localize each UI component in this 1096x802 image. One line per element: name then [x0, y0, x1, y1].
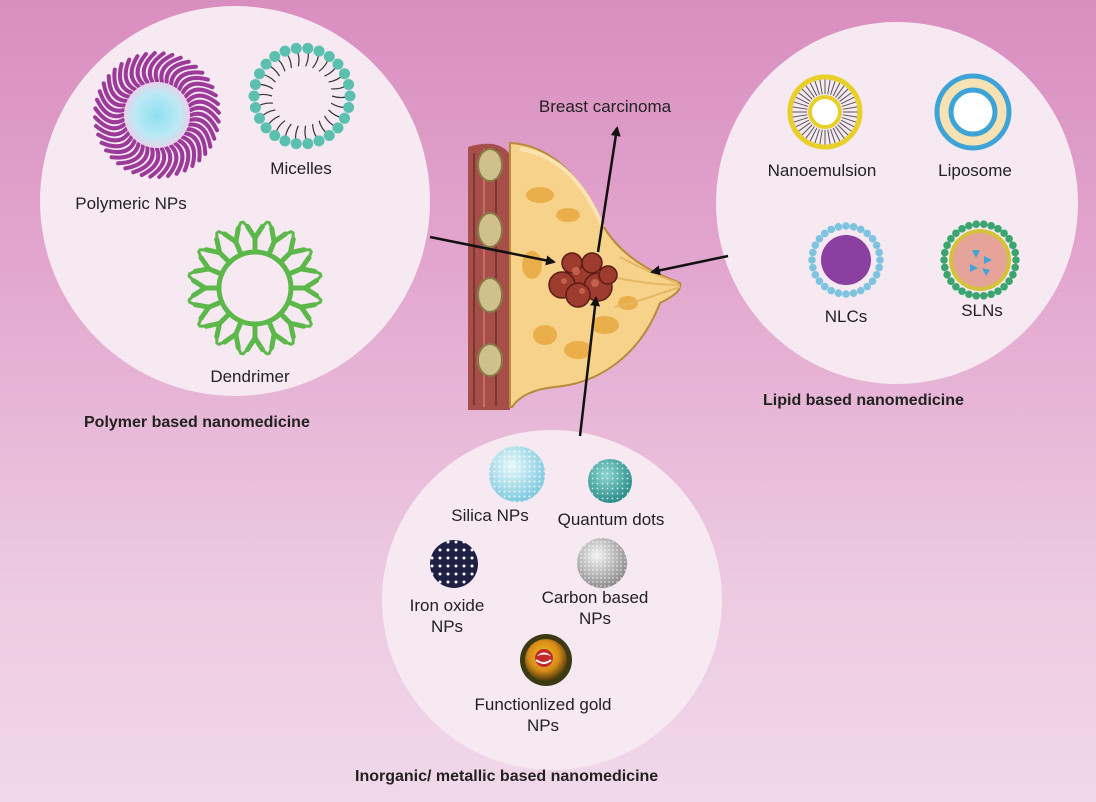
label-nanoemulsion: Nanoemulsion — [767, 161, 877, 180]
micelle-icon — [248, 42, 356, 150]
label-slns: SLNs — [961, 301, 1003, 320]
label-dendrimer: Dendrimer — [210, 367, 290, 386]
polymer-title: Polymer based nanomedicine — [84, 414, 310, 431]
nanoemulsion-icon — [787, 74, 863, 150]
sln-icon — [940, 220, 1020, 300]
dendrimer-icon — [187, 220, 323, 356]
iron-oxide-np-icon — [430, 540, 478, 588]
label-silica-nps: Silica NPs — [451, 506, 529, 525]
inorganic-circle — [382, 430, 722, 770]
label-liposome: Liposome — [938, 161, 1012, 180]
inorganic-title: Inorganic/ metallic based nanomedicine — [355, 768, 659, 785]
label-polymeric-nps: Polymeric NPs — [75, 194, 187, 213]
label-carbon-based-nps: Carbon based NPs — [541, 588, 649, 628]
nlc-icon — [808, 222, 884, 298]
gold-np-icon — [520, 634, 572, 686]
label-iron-oxide-nps: Iron oxide NPs — [409, 596, 485, 636]
quantum-dot-icon — [588, 459, 632, 503]
silica-np-icon — [489, 446, 545, 502]
label-gold-nps: Functionlized gold NPs — [474, 695, 612, 735]
lipid-circle — [716, 22, 1078, 384]
carbon-np-icon — [577, 538, 627, 588]
label-micelles: Micelles — [270, 159, 332, 178]
label-quantum-dots: Quantum dots — [557, 510, 665, 529]
liposome-icon — [934, 73, 1012, 151]
breast-tissue-illustration — [468, 141, 682, 410]
lipid-title: Lipid based nanomedicine — [763, 392, 964, 409]
label-breast-carcinoma: Breast carcinoma — [538, 97, 672, 116]
label-nlcs: NLCs — [824, 307, 868, 326]
polymeric-np-icon — [93, 51, 221, 179]
